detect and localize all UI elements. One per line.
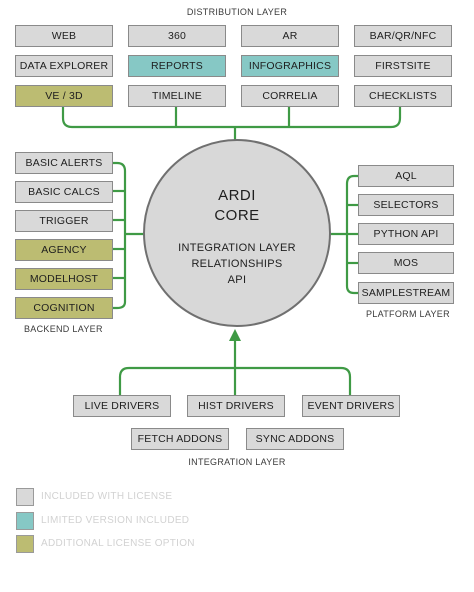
- sync-addons-box: SYNC ADDONS: [246, 428, 344, 450]
- python-api-box: PYTHON API: [358, 223, 454, 245]
- legend-additional-label: ADDITIONAL LICENSE OPTION: [41, 538, 195, 549]
- integration-layer-label: INTEGRATION LAYER: [188, 457, 286, 467]
- cognition-box: COGNITION: [15, 297, 113, 319]
- trigger-box: TRIGGER: [15, 210, 113, 232]
- legend-additional-swatch: [16, 535, 34, 553]
- aql-box: AQL: [358, 165, 454, 187]
- ardi-core: ARDI CORE INTEGRATION LAYER RELATIONSHIP…: [143, 139, 331, 327]
- legend-included-label: INCLUDED WITH LICENSE: [41, 491, 173, 502]
- legend-limited-swatch: [16, 512, 34, 530]
- data-explorer-box: DATA EXPLORER: [15, 55, 113, 77]
- distribution-layer-label: DISTRIBUTION LAYER: [186, 7, 288, 17]
- fetch-addons-box: FETCH ADDONS: [131, 428, 229, 450]
- integration-arrowhead: [229, 329, 241, 341]
- mos-box: MOS: [358, 252, 454, 274]
- core-api-text: API: [227, 274, 247, 286]
- platform-layer-label: PLATFORM LAYER: [366, 309, 450, 319]
- core-title-line2: CORE: [214, 207, 260, 224]
- hist-drivers-box: HIST DRIVERS: [187, 395, 285, 417]
- firstsite-box: FIRSTSITE: [354, 55, 452, 77]
- legend-included-swatch: [16, 488, 34, 506]
- infographics-box: INFOGRAPHICS: [241, 55, 339, 77]
- checklists-box: CHECKLISTS: [354, 85, 452, 107]
- core-relationships-text: RELATIONSHIPS: [191, 258, 283, 270]
- reports-box: REPORTS: [128, 55, 226, 77]
- selectors-box: SELECTORS: [358, 194, 454, 216]
- bar-qr-nfc-box: BAR/QR/NFC: [354, 25, 452, 47]
- ve-3d-box: VE / 3D: [15, 85, 113, 107]
- ar-box: AR: [241, 25, 339, 47]
- live-drivers-box: LIVE DRIVERS: [73, 395, 171, 417]
- distribution-connector: [61, 107, 402, 129]
- basic-calcs-box: BASIC CALCS: [15, 181, 113, 203]
- samplestream-box: SAMPLESTREAM: [358, 282, 454, 304]
- correlia-box: CORRELIA: [241, 85, 339, 107]
- basic-alerts-box: BASIC ALERTS: [15, 152, 113, 174]
- backend-connector: [113, 161, 127, 310]
- backend-layer-label: BACKEND LAYER: [24, 324, 103, 334]
- web-box: WEB: [15, 25, 113, 47]
- core-title-line1: ARDI: [218, 187, 256, 204]
- event-drivers-box: EVENT DRIVERS: [302, 395, 400, 417]
- legend-limited-label: LIMITED VERSION INCLUDED: [41, 515, 190, 526]
- 360-box: 360: [128, 25, 226, 47]
- core-integration-layer-text: INTEGRATION LAYER: [178, 242, 296, 254]
- agency-box: AGENCY: [15, 239, 113, 261]
- timeline-box: TIMELINE: [128, 85, 226, 107]
- modelhost-box: MODELHOST: [15, 268, 113, 290]
